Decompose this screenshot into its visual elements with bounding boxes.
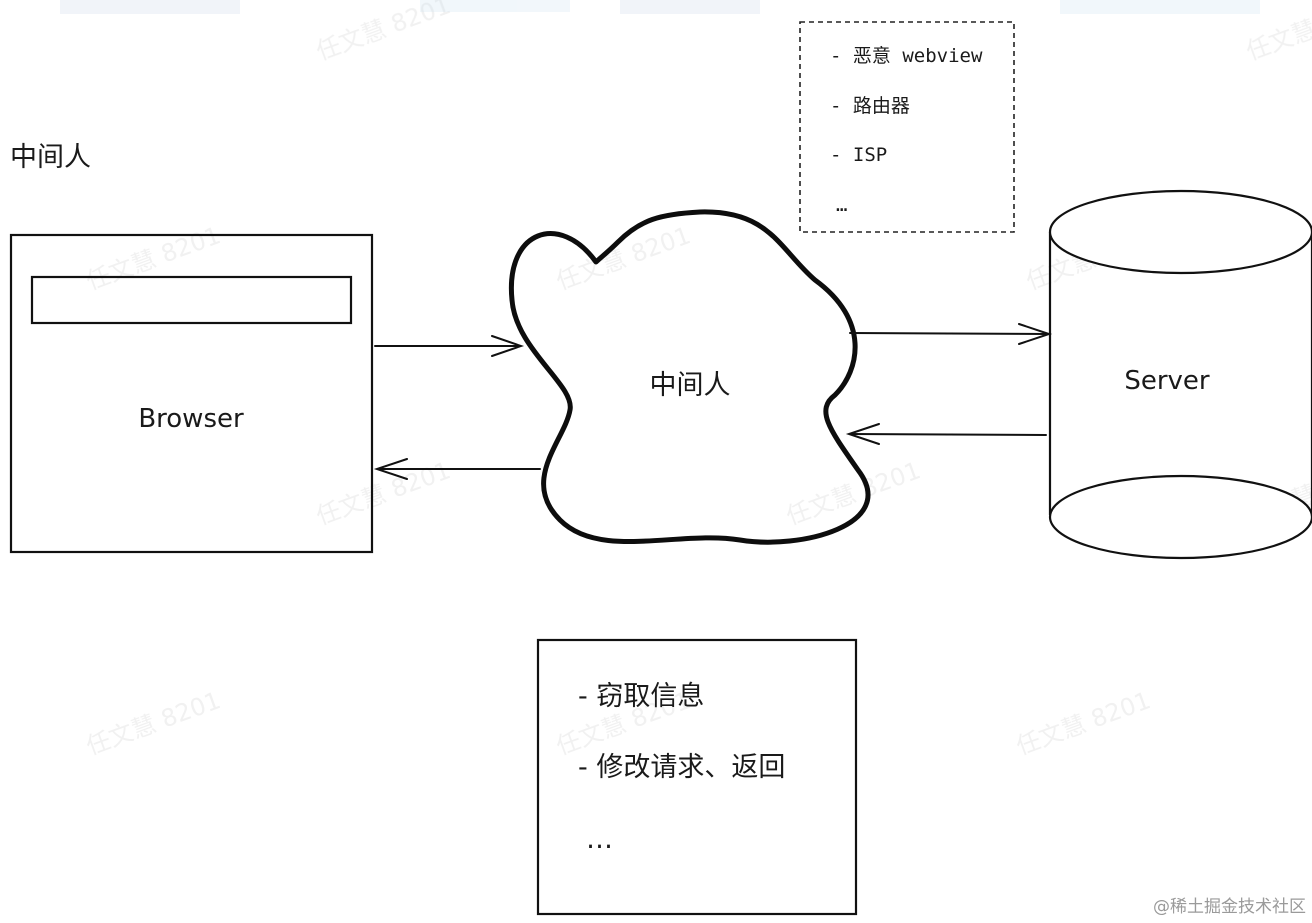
effects-note-item: - 窃取信息	[578, 681, 704, 712]
arrow-server-to-middleman	[845, 423, 1047, 445]
server-cylinder: Server	[1048, 189, 1312, 560]
cylinder-body	[1048, 232, 1312, 515]
diagram-title: 中间人	[10, 142, 91, 173]
effects-note-item: …	[586, 824, 613, 855]
attackers-note: - 恶意 webview - 路由器 - ISP …	[799, 21, 1015, 233]
cylinder-bottom	[1048, 474, 1312, 560]
svg-text:任文慧 8201: 任文慧 8201	[82, 686, 224, 760]
flow-arrows	[373, 323, 1053, 480]
browser-frame	[9, 233, 374, 554]
svg-text:任文慧 8201: 任文慧 8201	[552, 221, 694, 295]
middleman-cloud: 中间人	[508, 209, 871, 545]
effects-note-item: - 修改请求、返回	[578, 752, 785, 783]
svg-text:任文慧 8201: 任文慧 8201	[1012, 686, 1154, 760]
attackers-note-item: …	[836, 194, 847, 216]
attackers-note-item: - 恶意 webview	[830, 45, 983, 67]
top-strip-fragments	[60, 0, 1260, 14]
middleman-label: 中间人	[650, 370, 731, 401]
corner-watermark: @稀土掘金技术社区	[1153, 897, 1306, 917]
attackers-note-item: - 路由器	[830, 95, 910, 117]
effects-note: - 窃取信息 - 修改请求、返回 …	[536, 638, 858, 916]
arrow-middleman-to-browser	[373, 458, 541, 480]
cloud-outline	[508, 209, 871, 545]
attackers-note-item: - ISP	[830, 144, 887, 166]
server-label: Server	[1124, 366, 1210, 396]
browser-window: Browser	[9, 233, 374, 554]
arrow-middleman-to-server	[849, 323, 1053, 345]
browser-label: Browser	[138, 404, 244, 434]
arrow-browser-to-middleman	[374, 335, 525, 357]
effects-note-frame	[536, 638, 858, 916]
browser-address-bar	[30, 275, 353, 325]
svg-text:任文慧 8201: 任文慧 8201	[82, 221, 224, 295]
attackers-note-frame	[799, 21, 1015, 233]
cylinder-top	[1048, 189, 1312, 275]
